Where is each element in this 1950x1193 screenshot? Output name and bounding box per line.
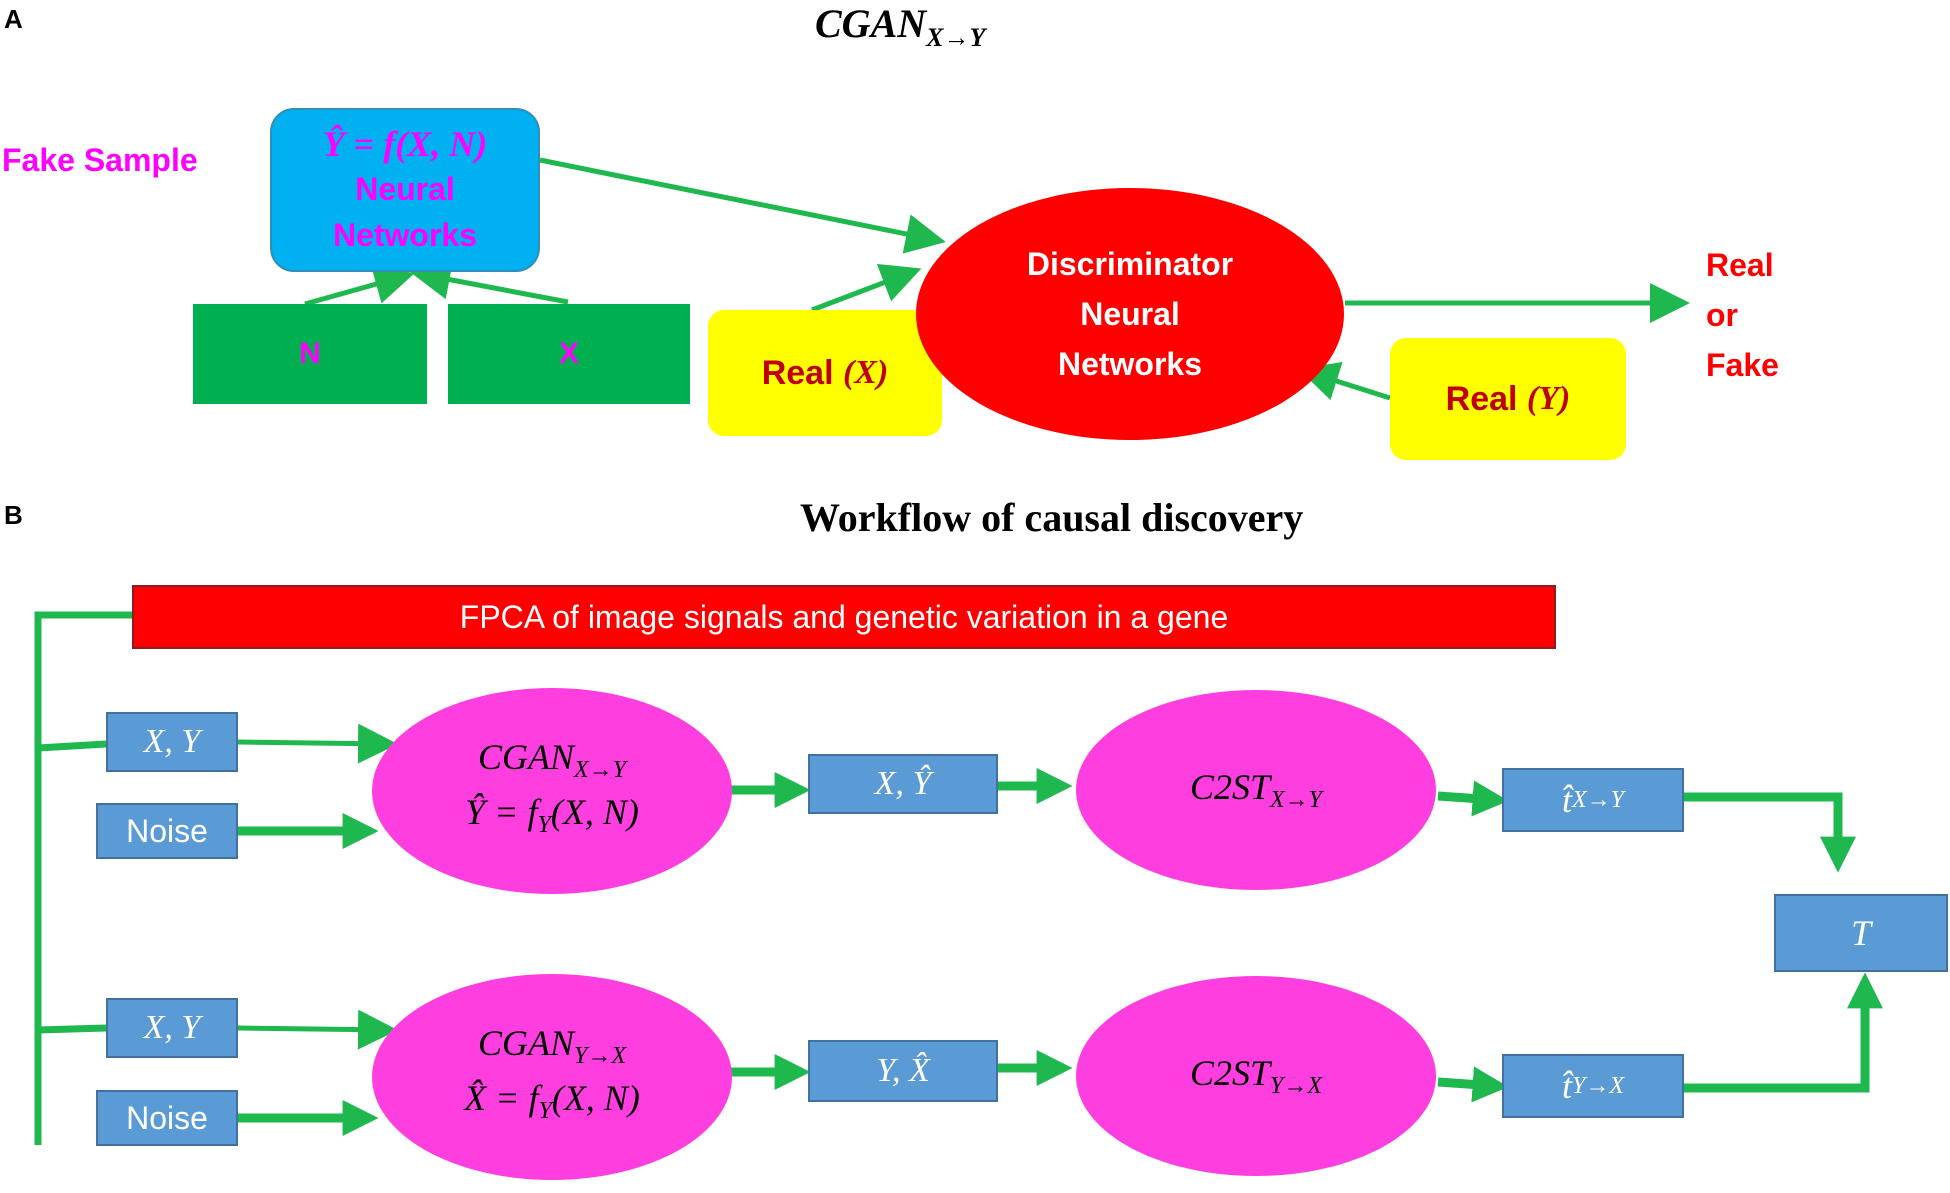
panel-a-title: CGANX→Y: [815, 0, 985, 53]
generator-formula-eq: =: [344, 124, 384, 164]
arrow-stat-top-to-final: [1684, 792, 1856, 873]
cgan-bottom-formula-tail: (X, N): [551, 1078, 640, 1118]
stat-top-main: t̂: [1561, 780, 1572, 820]
cgan-bottom-sub: Y→X: [574, 1043, 627, 1069]
generator-formula-lhs: Ŷ: [322, 124, 345, 164]
discriminator-line3: Networks: [1057, 346, 1203, 382]
final-t-box: T: [1774, 894, 1948, 972]
stat-top-box: t̂X→Y: [1502, 768, 1684, 832]
c2st-bottom-main: C2ST: [1189, 1052, 1271, 1093]
arrow-n-to-generator: [304, 264, 415, 307]
cgan-bottom-formula: X̂ = fY(X, N): [464, 1077, 640, 1132]
real-x-box: Real (X): [708, 310, 942, 436]
header-bar: FPCA of image signals and genetic variat…: [132, 585, 1556, 649]
arrow-xy-to-cgan-bottom: [237, 1009, 398, 1050]
arrow-real-x-to-discriminator: [811, 263, 922, 313]
xy-input-top: X, Y: [106, 712, 238, 772]
panel-b-title: Workflow of causal discovery: [800, 495, 1304, 540]
c2st-top-label: C2STX→Y: [1190, 766, 1322, 814]
c2st-bottom-label: C2STY→X: [1190, 1052, 1322, 1100]
c2st-ellipse-top: C2STX→Y: [1076, 690, 1436, 890]
panel-a-title-main: CGAN: [815, 1, 927, 46]
left-bus-line: [34, 611, 132, 1145]
real-x-prefix: Real: [761, 353, 843, 392]
cgan-top-sub: X→Y: [574, 757, 627, 783]
cgan-top-title: CGANX→Y: [478, 736, 626, 791]
sample-top-box: X, Ŷ: [808, 754, 998, 814]
generator-formula-rhs: f(X, N): [383, 124, 488, 164]
cgan-top-formula-sub: Y: [537, 812, 551, 839]
arrow-generator-to-discriminator: [539, 157, 946, 254]
cgan-top-formula-head: Ŷ = f: [465, 792, 538, 832]
noise-input-bottom: Noise: [96, 1090, 238, 1146]
arrow-stat-bottom-to-final: [1684, 972, 1883, 1093]
output-line2: or: [1706, 297, 1738, 333]
generator-line1: Neural: [355, 171, 455, 207]
cgan-top-formula: Ŷ = fY(X, N): [465, 791, 639, 846]
stat-top-sub: X→Y: [1572, 786, 1625, 813]
c2st-ellipse-bottom: C2STY→X: [1076, 976, 1436, 1176]
discriminator-ellipse: Discriminator Neural Networks: [916, 188, 1344, 440]
real-y-var: (Y): [1526, 380, 1571, 417]
generator-line2: Networks: [332, 217, 478, 253]
stat-bottom-sub: Y→X: [1572, 1072, 1625, 1099]
discriminator-line2: Neural: [1080, 296, 1180, 332]
arrow-x-to-generator: [410, 259, 569, 305]
stat-bottom-main: t̂: [1561, 1066, 1572, 1106]
panel-a-letter: A: [4, 4, 23, 34]
sample-bottom-box: Y, X̂: [808, 1040, 998, 1102]
panel-b-letter: B: [4, 500, 23, 530]
stat-bottom-box: t̂Y→X: [1502, 1054, 1684, 1118]
cgan-bottom-formula-sub: Y: [538, 1098, 552, 1125]
cgan-bottom-formula-head: X̂ = f: [464, 1078, 539, 1118]
cgan-ellipse-top: CGANX→Y Ŷ = fY(X, N): [372, 688, 732, 894]
discriminator-line1: Discriminator: [1026, 246, 1234, 282]
xy-input-bottom: X, Y: [106, 998, 238, 1058]
panel-a-title-sub: X→Y: [926, 23, 986, 52]
arrow-c2st-to-stat-bottom: [1437, 1066, 1509, 1103]
output-label: Real or Fake: [1706, 240, 1779, 390]
noise-input-top: Noise: [96, 803, 238, 859]
generator-box: Ŷ = f(X, N) Neural Networks: [270, 108, 540, 272]
cgan-top-main: CGAN: [477, 736, 574, 777]
arrow-c2st-to-stat-top: [1437, 780, 1509, 817]
input-x-box: X: [448, 304, 690, 404]
fake-sample-label: Fake Sample: [2, 142, 198, 178]
output-line3: Fake: [1706, 347, 1779, 383]
input-n-box: N: [193, 304, 427, 404]
c2st-top-main: C2ST: [1189, 766, 1271, 807]
bus-to-xy-top: [37, 740, 107, 752]
c2st-top-sub: X→Y: [1270, 787, 1323, 814]
c2st-bottom-sub: Y→X: [1270, 1073, 1323, 1100]
bus-to-xy-bottom: [37, 1024, 107, 1034]
cgan-ellipse-bottom: CGANY→X X̂ = fY(X, N): [372, 974, 732, 1180]
arrow-xy-to-cgan-top: [237, 723, 398, 764]
output-line1: Real: [1706, 247, 1774, 283]
cgan-top-formula-tail: (X, N): [550, 792, 639, 832]
real-y-prefix: Real: [1445, 379, 1527, 418]
cgan-bottom-title: CGANY→X: [478, 1022, 626, 1077]
arrow-real-y-to-discriminator: [1298, 362, 1391, 401]
generator-formula: Ŷ = f(X, N): [323, 123, 488, 165]
real-y-box: Real (Y): [1390, 338, 1626, 460]
real-x-var: (X): [842, 354, 889, 391]
cgan-bottom-main: CGAN: [477, 1022, 574, 1063]
